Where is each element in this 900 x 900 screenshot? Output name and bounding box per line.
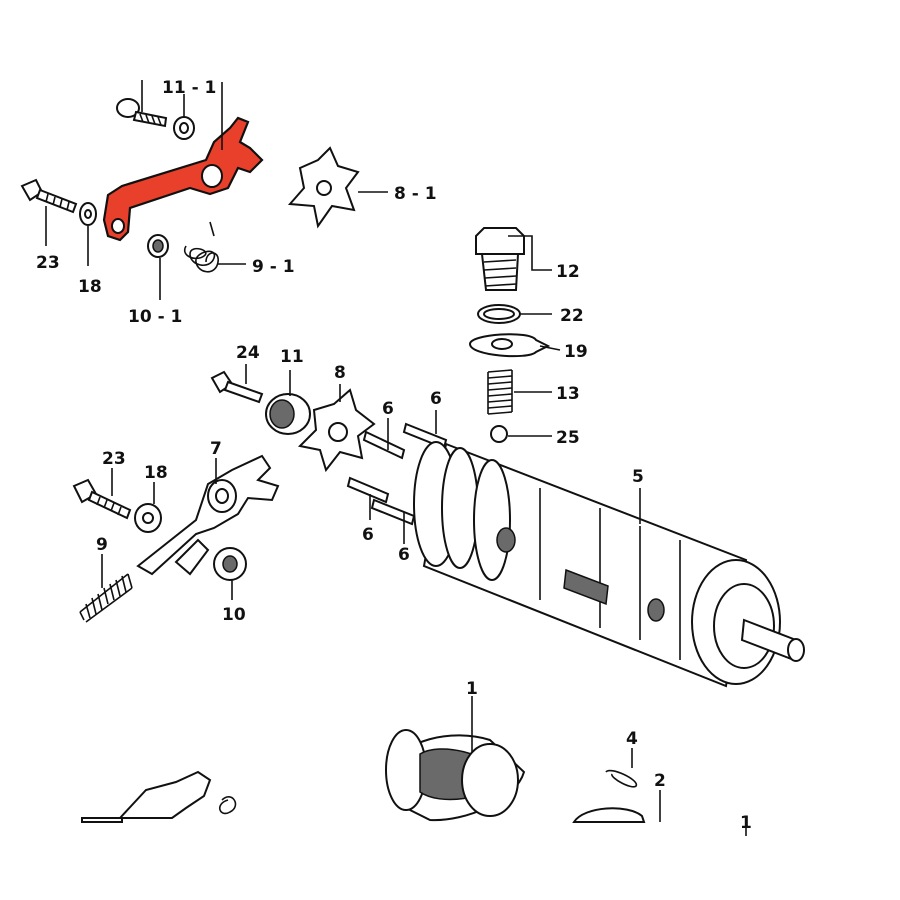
bearing-1 (385, 729, 526, 822)
bolt-23 (72, 478, 132, 520)
label-24: 24 (236, 343, 260, 363)
washer-18 (134, 503, 162, 533)
star-plate-8 (297, 388, 376, 473)
label-22: 22 (560, 306, 584, 326)
spring-9-1 (183, 221, 219, 273)
ball-25 (490, 425, 508, 443)
bolt-23-top (20, 178, 78, 214)
label-10-1: 10 - 1 (128, 307, 182, 327)
label-19: 19 (564, 342, 588, 362)
label-9: 9 (96, 535, 108, 555)
label-11-1: 11 - 1 (162, 78, 216, 98)
label-18: 18 (144, 463, 168, 483)
label-6d: 6 (398, 545, 410, 565)
label-8: 8 (334, 363, 346, 383)
label-12: 12 (556, 262, 580, 282)
spring-13 (487, 369, 513, 415)
gasket-22 (477, 304, 521, 324)
dowel-pins-6 (346, 422, 448, 526)
label-2: 2 (654, 771, 666, 791)
label-23-top: 23 (36, 253, 60, 273)
shift-drum-5 (413, 441, 805, 688)
label-5: 5 (632, 467, 644, 487)
bolt-24 (210, 370, 264, 404)
washer-11-1 (173, 116, 195, 140)
label-4: 4 (626, 729, 638, 749)
plate-19 (468, 333, 551, 358)
collar-10-1 (147, 234, 169, 258)
top-bolt-11-1 (116, 98, 168, 128)
collar-10 (213, 547, 247, 581)
label-1: 1 (466, 679, 478, 699)
label-6c: 6 (362, 525, 374, 545)
label-6b: 6 (430, 389, 442, 409)
label-23: 23 (102, 449, 126, 469)
label-1b: 1 (740, 813, 752, 833)
plug-bolt-12 (475, 227, 525, 291)
label-9-1: 9 - 1 (252, 257, 295, 277)
collar-11 (265, 393, 311, 435)
spring-9 (79, 573, 133, 623)
star-plate-8-1 (287, 146, 360, 229)
label-6a: 6 (382, 399, 394, 419)
fork-bottom-left (81, 770, 237, 823)
label-18-top: 18 (78, 277, 102, 297)
bearing-2 (572, 807, 646, 823)
label-25: 25 (556, 428, 580, 448)
label-13: 13 (556, 384, 580, 404)
label-10: 10 (222, 605, 246, 625)
label-11: 11 (280, 347, 304, 367)
label-8-1: 8 - 1 (394, 184, 437, 204)
washer-18-top (79, 202, 97, 226)
label-7: 7 (210, 439, 222, 459)
clip-4 (605, 769, 637, 788)
